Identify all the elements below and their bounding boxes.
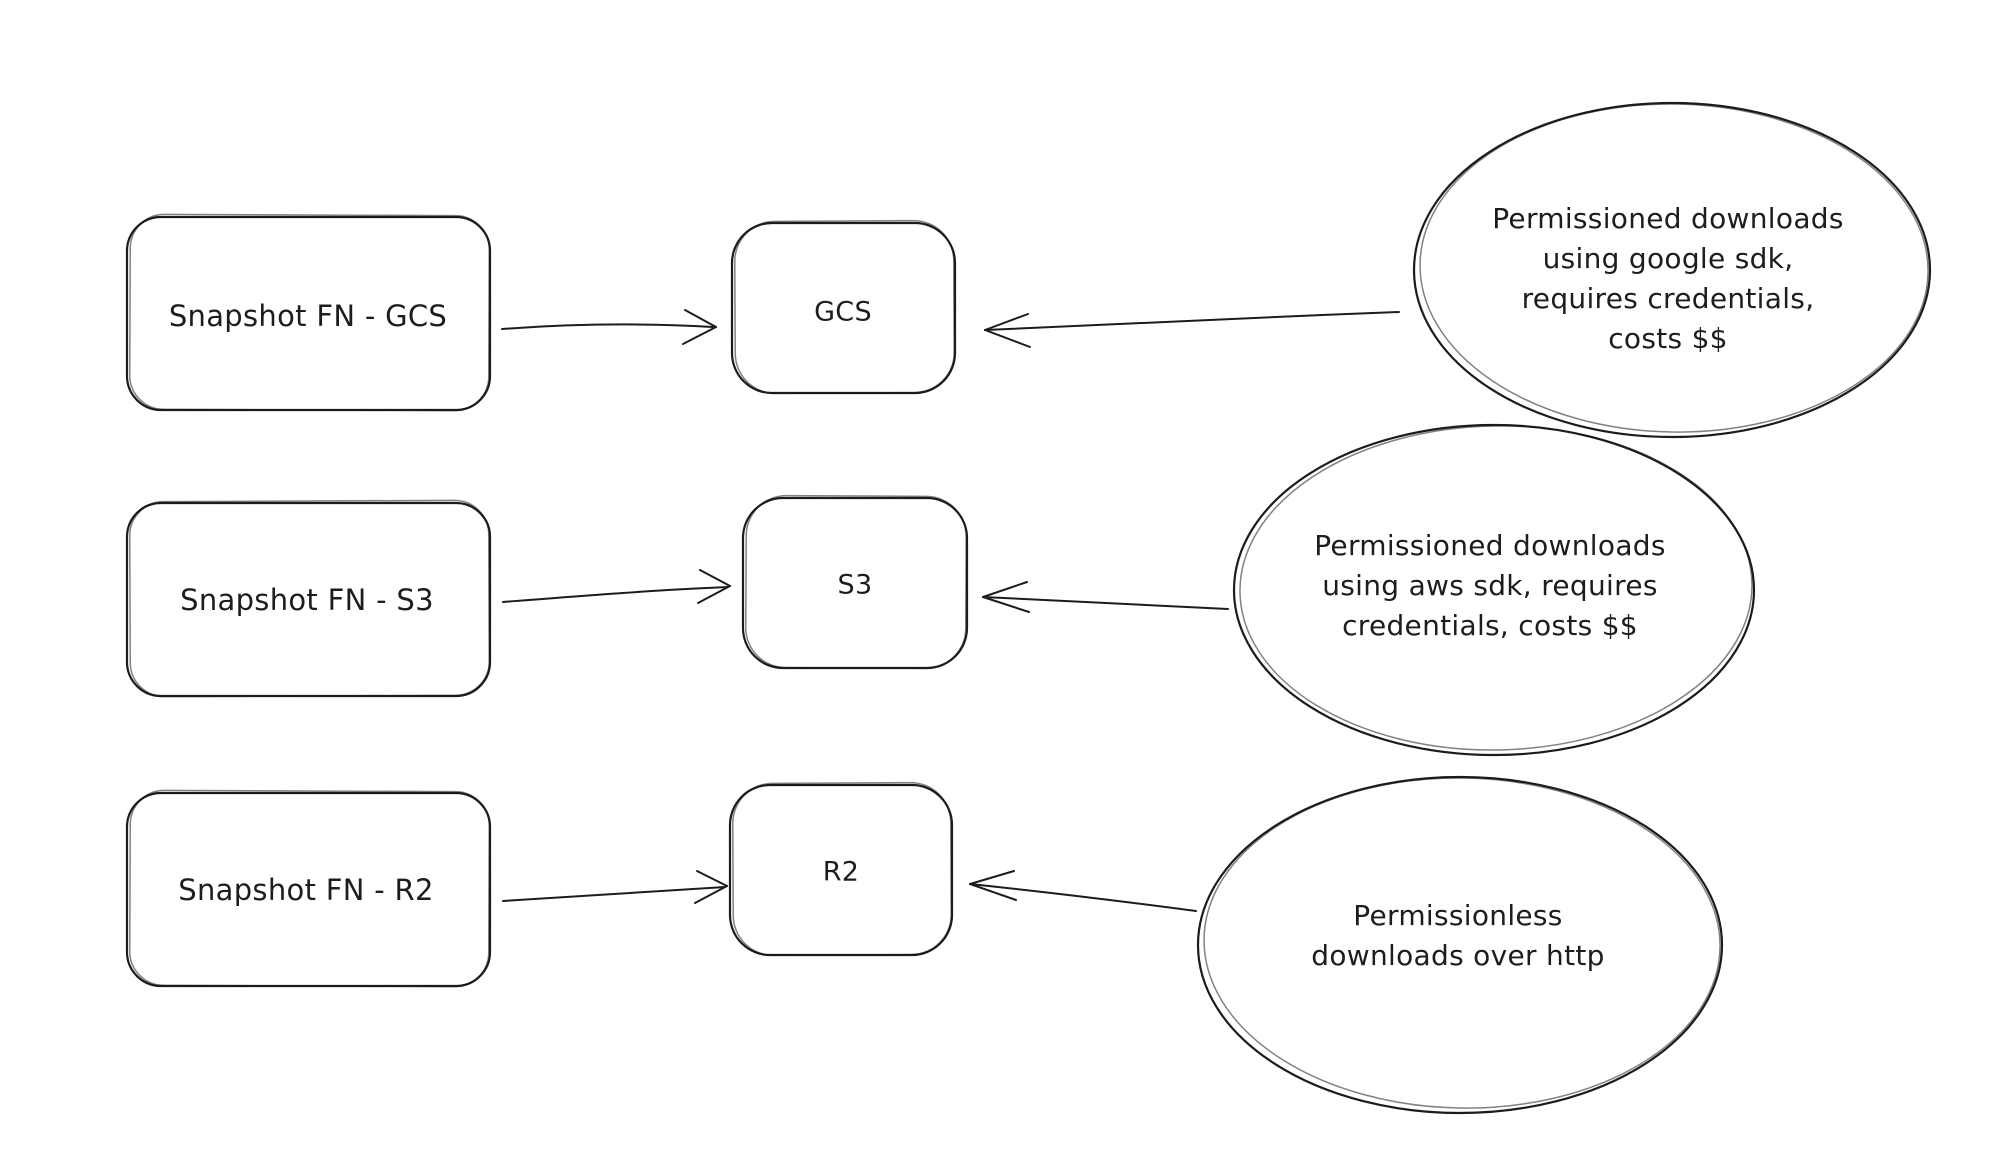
note-gcs-text: Permissioned downloads using google sdk,… <box>1492 202 1844 355</box>
note-ellipse-gcs <box>1412 101 1932 439</box>
arrow-note-s3-to-s3 <box>982 581 1229 613</box>
note-ellipse-r2 <box>1196 775 1724 1115</box>
target-box-gcs <box>730 219 957 395</box>
note-r2-text: Permissionless downloads over http <box>1311 899 1605 972</box>
target-box-r2 <box>728 781 954 957</box>
arrow-snapshot-gcs-to-gcs <box>501 309 717 345</box>
arrow-note-r2-to-r2 <box>969 870 1197 912</box>
target-box-s3-label: S3 <box>837 569 873 601</box>
source-box-s3 <box>125 499 492 698</box>
source-box-r2-label: Snapshot FN - R2 <box>178 873 434 907</box>
source-box-gcs <box>125 213 492 412</box>
source-box-s3-label: Snapshot FN - S3 <box>180 583 434 617</box>
note-s3-text: Permissioned downloads using aws sdk, re… <box>1314 529 1666 642</box>
target-box-s3 <box>741 494 969 670</box>
source-box-r2 <box>125 789 492 988</box>
source-box-gcs-label: Snapshot FN - GCS <box>168 299 448 333</box>
note-ellipse-s3 <box>1232 423 1756 757</box>
target-box-gcs-label: GCS <box>814 296 872 328</box>
arrow-snapshot-r2-to-r2 <box>502 870 728 904</box>
arrow-note-gcs-to-gcs <box>984 311 1400 348</box>
arrow-snapshot-s3-to-s3 <box>502 569 731 604</box>
target-box-r2-label: R2 <box>822 856 860 888</box>
